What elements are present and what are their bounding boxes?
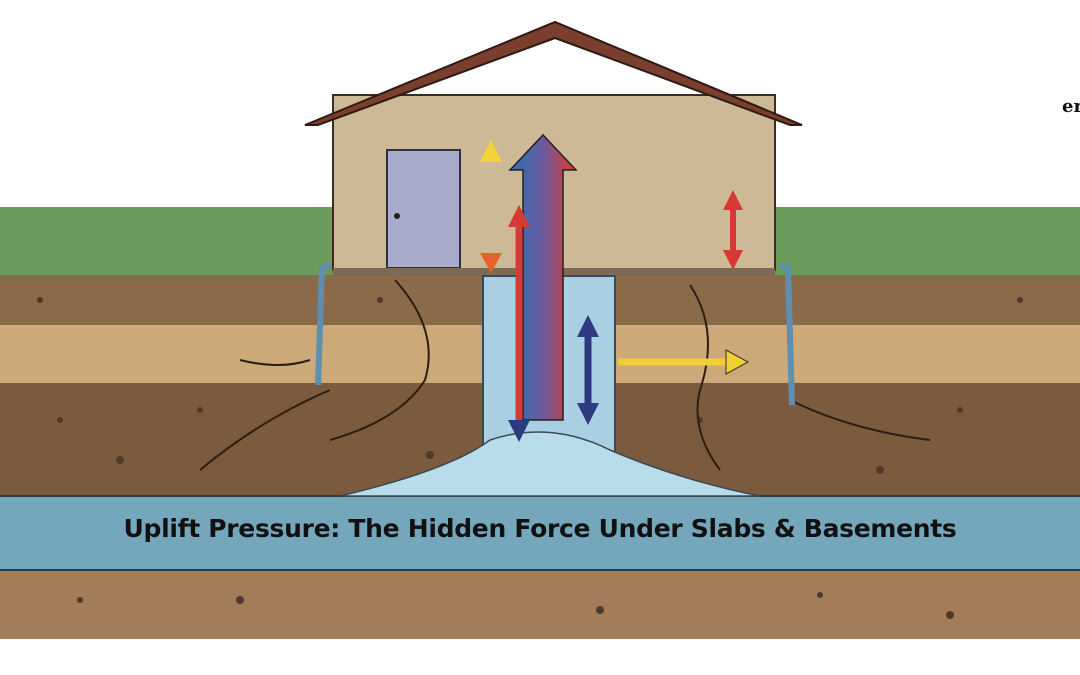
soil-cracks — [199, 279, 931, 471]
grass-left — [0, 207, 340, 277]
groundwater-band — [0, 495, 1080, 571]
diagram-title: Uplift Pressure: The Hidden Force Under … — [123, 514, 957, 543]
uplift-arrow-large — [508, 133, 578, 421]
water-mound — [339, 431, 761, 497]
grass-right — [770, 207, 1080, 277]
cropped-text-fragment: er — [1062, 96, 1080, 117]
double-arrow-yellow-orange — [480, 140, 502, 273]
door — [386, 149, 461, 269]
roof — [304, 20, 803, 126]
soil-bottom-layer — [0, 571, 1080, 639]
lateral-pressure-arrow — [618, 349, 750, 375]
left-drain-pipe — [315, 262, 332, 386]
door-knob — [394, 213, 400, 219]
right-drain-pipe — [778, 262, 795, 406]
double-arrow-navy — [577, 315, 599, 425]
double-arrow-red-wall — [723, 190, 743, 270]
double-arrow-red-blue — [508, 205, 530, 442]
